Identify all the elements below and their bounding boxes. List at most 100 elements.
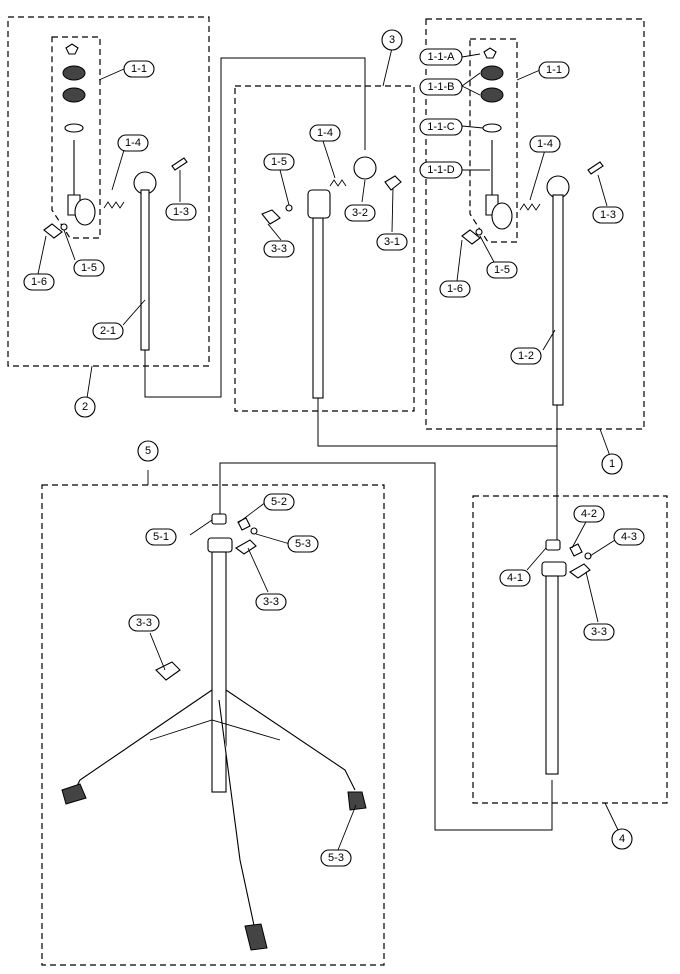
spring-icon xyxy=(329,179,347,187)
svg-text:4: 4 xyxy=(619,833,625,845)
assembly-4-parts xyxy=(541,539,592,775)
tripod-leg-front-icon xyxy=(218,699,256,931)
assembly-3-parts xyxy=(261,156,402,399)
svg-text:5-3: 5-3 xyxy=(295,538,311,550)
leg-brace-icon xyxy=(149,719,281,741)
cymbal-arm-rod-icon xyxy=(552,194,564,406)
assembly-5-box xyxy=(41,484,385,966)
wing-bolt-icon xyxy=(384,175,402,191)
svg-text:3-3: 3-3 xyxy=(271,243,287,255)
svg-text:1-3: 1-3 xyxy=(600,209,616,221)
svg-text:1-2: 1-2 xyxy=(518,350,534,362)
part-label-5-1: 5-1 xyxy=(145,528,177,546)
part-label-1-4: 1-4 xyxy=(117,134,149,152)
part-label-1-1: 1-1 xyxy=(538,61,570,79)
svg-text:4-2: 4-2 xyxy=(581,508,597,520)
rubber-foot-icon xyxy=(61,783,87,805)
svg-text:1: 1 xyxy=(609,458,615,470)
clamp-block-icon xyxy=(307,189,331,219)
part-label-1-4: 1-4 xyxy=(529,135,561,153)
svg-text:3-3: 3-3 xyxy=(591,626,607,638)
height-clamp-icon xyxy=(207,537,233,553)
svg-text:3-2: 3-2 xyxy=(352,207,368,219)
tilter-disc-icon xyxy=(491,202,513,230)
bolt-icon xyxy=(587,161,604,175)
felt-washer-icon xyxy=(62,65,86,81)
part-label-1-5: 1-5 xyxy=(73,259,105,277)
part-label-1-6: 1-6 xyxy=(23,273,55,291)
svg-text:1-5: 1-5 xyxy=(81,262,97,274)
part-label-1-4: 1-4 xyxy=(309,124,341,142)
svg-text:1-1: 1-1 xyxy=(546,64,562,76)
svg-text:4-3: 4-3 xyxy=(621,531,637,543)
svg-text:1-5: 1-5 xyxy=(271,156,287,168)
rubber-foot-icon xyxy=(347,791,367,811)
svg-text:1-4: 1-4 xyxy=(317,127,333,139)
wing-nut-icon xyxy=(483,47,497,59)
part-label-1-1-d: 1-1-D xyxy=(419,161,463,179)
wing-bolt-icon xyxy=(461,229,481,245)
assembly-2-parts xyxy=(43,43,188,351)
part-label-5-2: 5-2 xyxy=(263,493,295,511)
cymbal-arm-rod-icon xyxy=(140,189,150,351)
part-label-1-1-b: 1-1-B xyxy=(419,78,463,96)
wing-bolt-icon xyxy=(261,209,281,225)
wing-bolt-icon xyxy=(43,223,63,239)
svg-text:5-2: 5-2 xyxy=(271,496,287,508)
washer-icon xyxy=(250,527,258,535)
clip-icon xyxy=(569,543,583,557)
subassembly-1-1-left-box xyxy=(51,36,101,239)
svg-text:3-3: 3-3 xyxy=(263,596,279,608)
svg-text:3: 3 xyxy=(389,34,395,46)
tripod-leg-right-icon xyxy=(225,689,356,791)
extension-tube-icon xyxy=(545,575,559,775)
part-label-1-3: 1-3 xyxy=(592,206,624,224)
bushing-icon xyxy=(545,539,561,551)
bolt-icon xyxy=(171,157,188,171)
main-tube-icon xyxy=(211,551,227,793)
svg-text:5-1: 5-1 xyxy=(153,531,169,543)
part-label-1-1: 1-1 xyxy=(123,60,155,78)
ratchet-joint-icon xyxy=(353,156,377,180)
part-label-5-3: 5-3 xyxy=(287,535,319,553)
wing-bolt-icon xyxy=(155,661,181,681)
cup-washer-icon xyxy=(64,123,84,133)
wing-nut-icon xyxy=(65,43,79,55)
felt-washer-icon xyxy=(480,87,504,103)
part-label-2-1: 2-1 xyxy=(92,322,124,340)
mid-tube-icon xyxy=(312,217,324,399)
part-label-3-3: 3-3 xyxy=(128,614,160,632)
part-label-1-6: 1-6 xyxy=(439,280,471,298)
assembly-3-box xyxy=(234,85,415,412)
wing-bolt-icon xyxy=(569,563,591,579)
bushing-icon xyxy=(211,513,227,525)
washer-icon xyxy=(60,223,68,231)
svg-text:1-6: 1-6 xyxy=(31,276,47,288)
svg-text:3-1: 3-1 xyxy=(384,236,400,248)
part-label-1-5: 1-5 xyxy=(263,153,295,171)
wing-bolt-icon xyxy=(235,539,257,555)
part-label-1-3: 1-3 xyxy=(165,203,197,221)
part-label-5-3: 5-3 xyxy=(320,849,352,867)
part-label-3-2: 3-2 xyxy=(344,204,376,222)
assembly-1-parts xyxy=(461,47,604,406)
part-label-4-1: 4-1 xyxy=(499,569,531,587)
assembly-marker-5: 5 xyxy=(137,440,159,462)
assembly-5-parts xyxy=(61,513,367,951)
felt-washer-icon xyxy=(480,65,504,81)
subassembly-1-1-right-box xyxy=(469,38,518,243)
cup-washer-icon xyxy=(482,123,502,133)
rubber-foot-icon xyxy=(244,923,268,951)
svg-text:3-3: 3-3 xyxy=(136,617,152,629)
clip-icon xyxy=(237,517,251,531)
washer-icon xyxy=(285,204,293,212)
svg-text:1-1-A: 1-1-A xyxy=(428,51,456,63)
part-label-4-2: 4-2 xyxy=(573,505,605,523)
part-label-3-3: 3-3 xyxy=(255,593,287,611)
assembly-1-box xyxy=(425,18,645,430)
part-label-4-3: 4-3 xyxy=(613,528,645,546)
svg-text:1-1-D: 1-1-D xyxy=(427,164,455,176)
svg-text:1-5: 1-5 xyxy=(494,264,510,276)
tripod-leg-left-icon xyxy=(69,689,213,801)
